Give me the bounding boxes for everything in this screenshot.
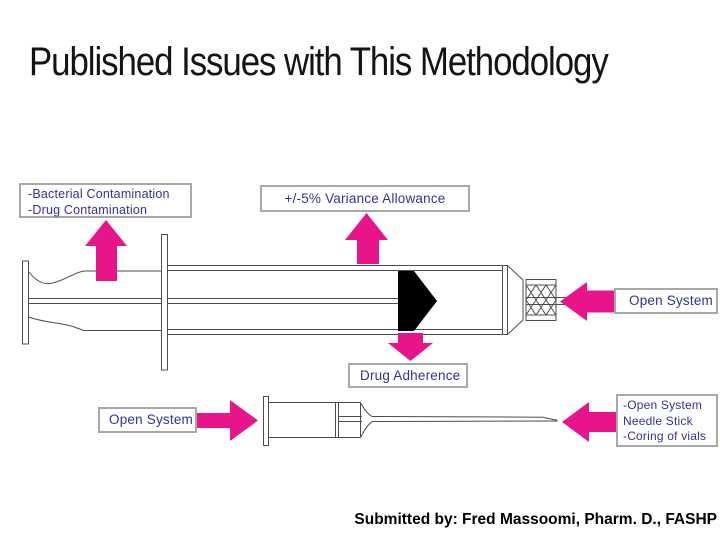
barrel-flange: [161, 234, 168, 371]
barrel-walls: [167, 265, 508, 335]
plunger-thumb-pad: [22, 260, 29, 345]
label-line: Drug Adherence: [360, 367, 461, 383]
label-needle-issues: -Open System Needle Stick -Coring of via…: [616, 394, 718, 447]
plunger-seal: [398, 271, 437, 331]
label-line: -Open System: [623, 398, 703, 412]
barrel-shoulder: [507, 265, 527, 335]
label-variance-allowance: +/-5% Variance Allowance: [260, 185, 470, 212]
label-contamination: -Bacterial Contamination -Drug Contamina…: [19, 183, 192, 218]
up-arrow-variance: [345, 213, 388, 264]
up-arrow-contamination: [85, 220, 127, 281]
luer-collar: [525, 279, 557, 321]
right-arrow-open-system: [196, 400, 258, 441]
label-line: Open System: [629, 293, 713, 308]
plunger-rod: [28, 298, 398, 304]
label-line: -Drug Contamination: [28, 203, 148, 217]
luer-collar-edges: [526, 284, 556, 316]
plunger-rod-bottom-fin: [28, 316, 162, 331]
small-syringe-barrel: [268, 402, 361, 438]
large-syringe: [22, 234, 567, 371]
page-title: Published Issues with This Methodology: [29, 40, 609, 84]
label-open-system-barrel: Open System: [98, 407, 197, 433]
left-arrow-open-system: [560, 282, 617, 321]
label-open-system-plunger: Open System: [614, 288, 718, 314]
label-line: +/-5% Variance Allowance: [284, 190, 446, 206]
small-syringe-flange: [263, 396, 269, 446]
needle: [371, 416, 558, 422]
left-arrow-needle-issues: [562, 402, 617, 442]
label-drug-adherence: Drug Adherence: [348, 363, 468, 388]
label-line: Open System: [109, 412, 193, 427]
plunger-rod-top-fin: [28, 270, 162, 285]
luer-collar-crosshatch: [525, 284, 557, 316]
label-line: -Coring of vials: [623, 429, 707, 443]
attribution: Submitted by: Fred Massoomi, Pharm. D., …: [354, 511, 717, 528]
label-line: Needle Stick: [623, 413, 693, 428]
label-line: -Bacterial Contamination: [28, 187, 170, 201]
down-arrow-drug-adherence: [388, 333, 433, 361]
small-syringe: [263, 396, 558, 446]
small-syringe-hub: [338, 402, 373, 438]
